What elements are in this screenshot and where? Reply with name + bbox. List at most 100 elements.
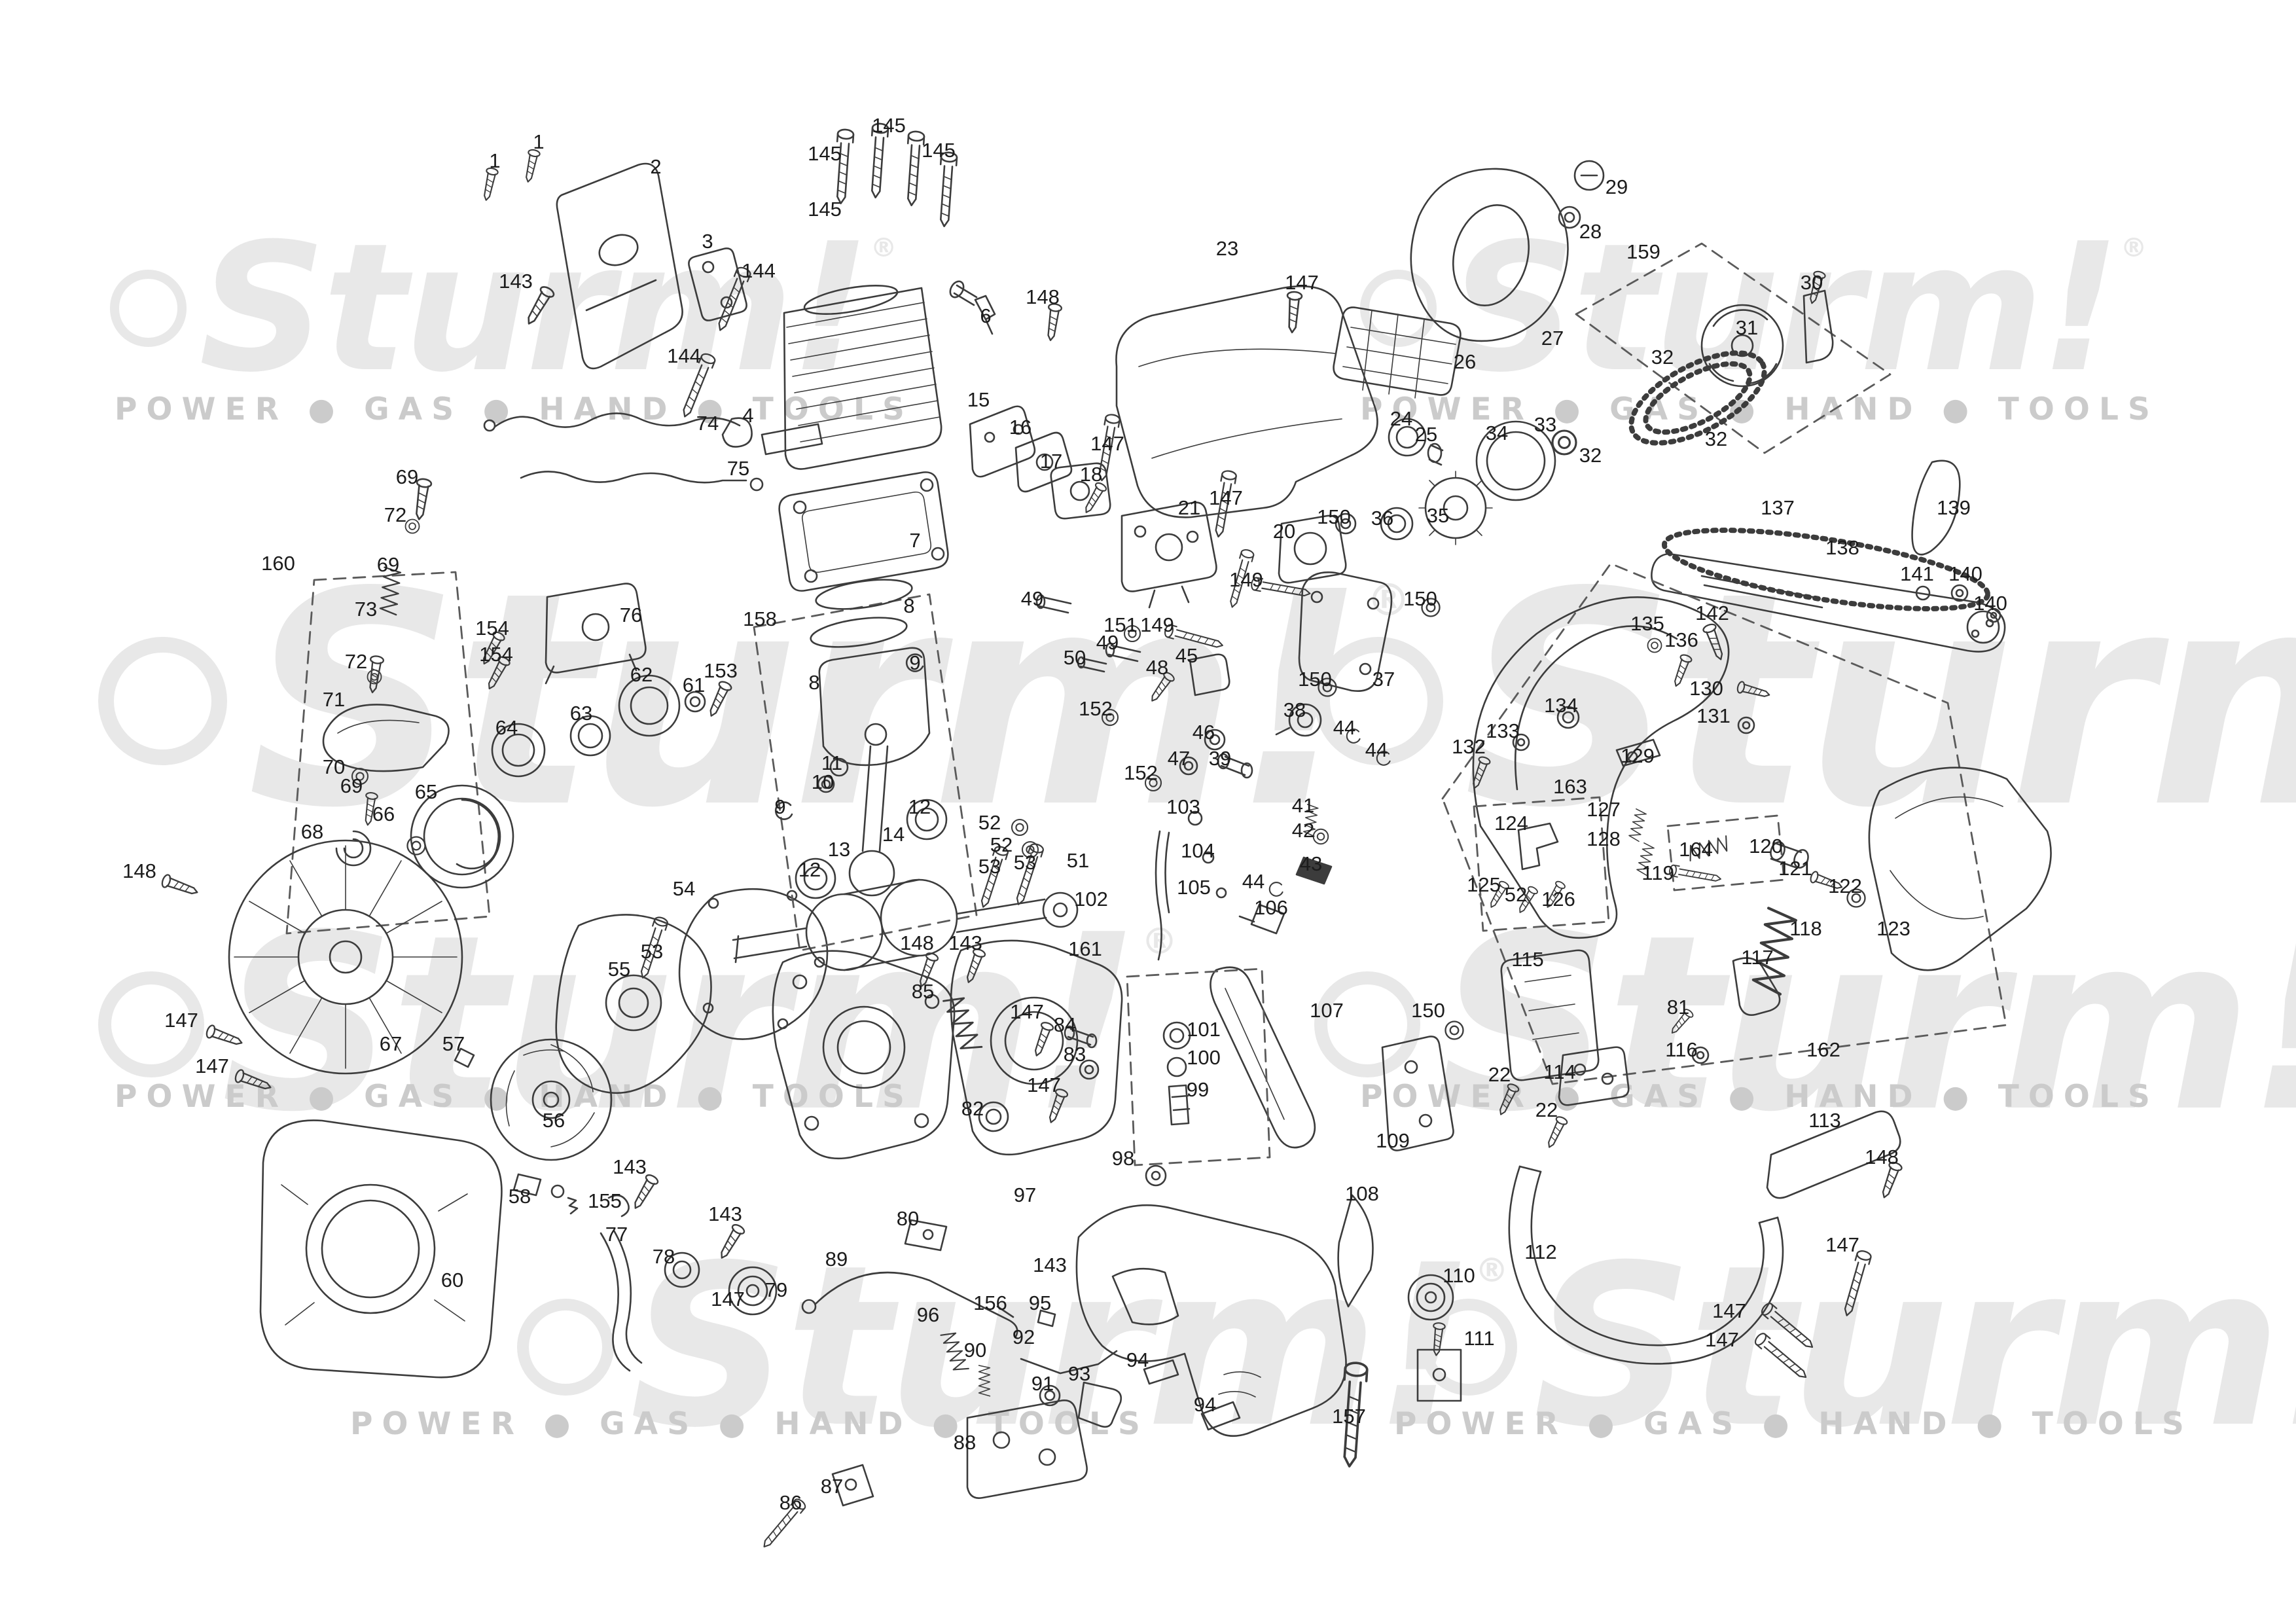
part-number-label: 32 xyxy=(1651,346,1674,369)
part-number-label: 13 xyxy=(827,838,851,861)
part-number-label: 35 xyxy=(1426,504,1450,527)
part-number-label: 68 xyxy=(300,820,324,843)
part-number-label: 110 xyxy=(1443,1264,1475,1287)
part-number-label: 95 xyxy=(1028,1291,1052,1314)
fuel-tank xyxy=(1115,285,1378,518)
part-number-label: 139 xyxy=(1937,496,1971,519)
air-filter xyxy=(1333,306,1462,396)
part-number-label: 104 xyxy=(1181,839,1215,862)
part-number-label: 14 xyxy=(882,823,905,846)
case-half-right xyxy=(950,939,1123,1156)
part-number-label: 30 xyxy=(1800,271,1823,294)
cylinder-gasket xyxy=(778,471,949,592)
part-number-label: 150 xyxy=(1403,587,1437,610)
part-number-label: 77 xyxy=(605,1223,628,1246)
part-number-label: 29 xyxy=(1605,175,1628,198)
vented-plate xyxy=(1500,949,1600,1081)
watermark-brand: Sturm!® xyxy=(110,205,897,411)
front-handle xyxy=(1472,596,1730,939)
watermark-brand: Sturm!® xyxy=(517,1236,1509,1458)
part-number-label: 136 xyxy=(1664,628,1698,651)
part-number-label: 119 xyxy=(1641,861,1674,884)
base-gasket-4 xyxy=(761,423,823,456)
brand-wordmark: Sturm! xyxy=(1532,1218,2296,1477)
muffler-group xyxy=(480,148,753,420)
part-number-label: 103 xyxy=(1166,795,1200,818)
part-number-label: 96 xyxy=(916,1303,940,1326)
part-number-label: 1 xyxy=(533,130,545,153)
part-number-label: 108 xyxy=(1345,1182,1379,1205)
part-number-label: 31 xyxy=(1735,316,1759,339)
piston xyxy=(818,647,931,767)
part-number-label: 54 xyxy=(672,877,696,900)
part-number-label: 65 xyxy=(414,780,438,803)
part-number-label: 84 xyxy=(1053,1013,1077,1036)
part-number-label: 28 xyxy=(1579,220,1602,243)
part-number-label: 63 xyxy=(569,702,593,725)
side-cover xyxy=(1868,767,2052,971)
watermark-brand: Sturm!® xyxy=(1314,903,2296,1146)
part-number-label: 89 xyxy=(825,1248,848,1271)
part-number-label: 152 xyxy=(1124,761,1158,784)
part-number-label: 129 xyxy=(1621,744,1655,767)
part-number-label: 79 xyxy=(764,1278,788,1301)
part-number-label: 141 xyxy=(1900,562,1934,585)
part-number-label: 149 xyxy=(1140,613,1174,636)
part-number-label: 143 xyxy=(1033,1254,1067,1276)
part-number-label: 158 xyxy=(743,607,777,630)
part-number-label: 69 xyxy=(340,774,363,797)
part-number-label: 6 xyxy=(980,304,992,327)
part-number-label: 102 xyxy=(1074,888,1108,911)
part-number-label: 53 xyxy=(978,855,1001,878)
part-number-label: 147 xyxy=(1090,432,1124,455)
part-number-label: 75 xyxy=(726,457,750,480)
part-number-label: 137 xyxy=(1761,496,1795,519)
guide-bar xyxy=(1651,552,2006,653)
part-number-label: 52 xyxy=(978,811,1001,834)
part-number-label: 3 xyxy=(702,230,713,253)
part-number-label: 45 xyxy=(1175,644,1198,667)
part-number-label: 25 xyxy=(1414,423,1438,446)
part-number-label: 1 xyxy=(489,149,501,172)
ignition-coil xyxy=(545,583,647,674)
part-number-label: 53 xyxy=(1013,851,1037,874)
part-number-label: 132 xyxy=(1452,735,1486,758)
watermark-brand: Sturm!® xyxy=(1420,1236,2296,1458)
bracket-plate xyxy=(966,1399,1088,1499)
air-filter-group xyxy=(1333,160,1605,399)
part-number-label: 93 xyxy=(1067,1362,1091,1385)
part-number-label: 143 xyxy=(613,1155,647,1178)
part-number-label: 130 xyxy=(1689,677,1723,700)
case-gasket xyxy=(678,888,829,1040)
part-number-label: 71 xyxy=(322,688,346,711)
brand-wordmark: Sturm! xyxy=(1448,205,2121,411)
part-number-label: 49 xyxy=(1020,587,1044,610)
part-number-label: 113 xyxy=(1808,1109,1841,1132)
part-number-label: 39 xyxy=(1208,747,1232,770)
part-number-label: 27 xyxy=(1541,327,1564,350)
muffler-body xyxy=(556,162,683,370)
part-number-label: 156 xyxy=(973,1291,1007,1314)
part-number-label: 4 xyxy=(742,404,754,427)
flywheel xyxy=(490,1038,613,1161)
part-number-label: 69 xyxy=(376,553,400,576)
part-number-label: 57 xyxy=(442,1032,465,1055)
brand-wordmark: Sturm! xyxy=(198,205,870,411)
part-number-label: 32 xyxy=(1579,444,1602,467)
case-half-left xyxy=(772,950,956,1160)
front-handle-group xyxy=(1441,562,2052,1151)
clutch-group xyxy=(1335,242,1892,545)
part-number-label: 72 xyxy=(384,503,407,526)
crankcase-group xyxy=(555,818,1123,1160)
part-number-label: 145 xyxy=(808,198,842,221)
part-number-label: 18 xyxy=(1079,463,1103,486)
part-number-label: 41 xyxy=(1291,794,1315,817)
part-number-label: 66 xyxy=(372,803,395,825)
starter-group xyxy=(160,477,734,1094)
part-number-label: 23 xyxy=(1215,237,1239,260)
part-number-label: 145 xyxy=(922,139,956,162)
sprocket-cover xyxy=(555,914,712,1094)
part-number-label: 147 xyxy=(1209,486,1243,509)
part-number-label: 17 xyxy=(1039,450,1063,473)
